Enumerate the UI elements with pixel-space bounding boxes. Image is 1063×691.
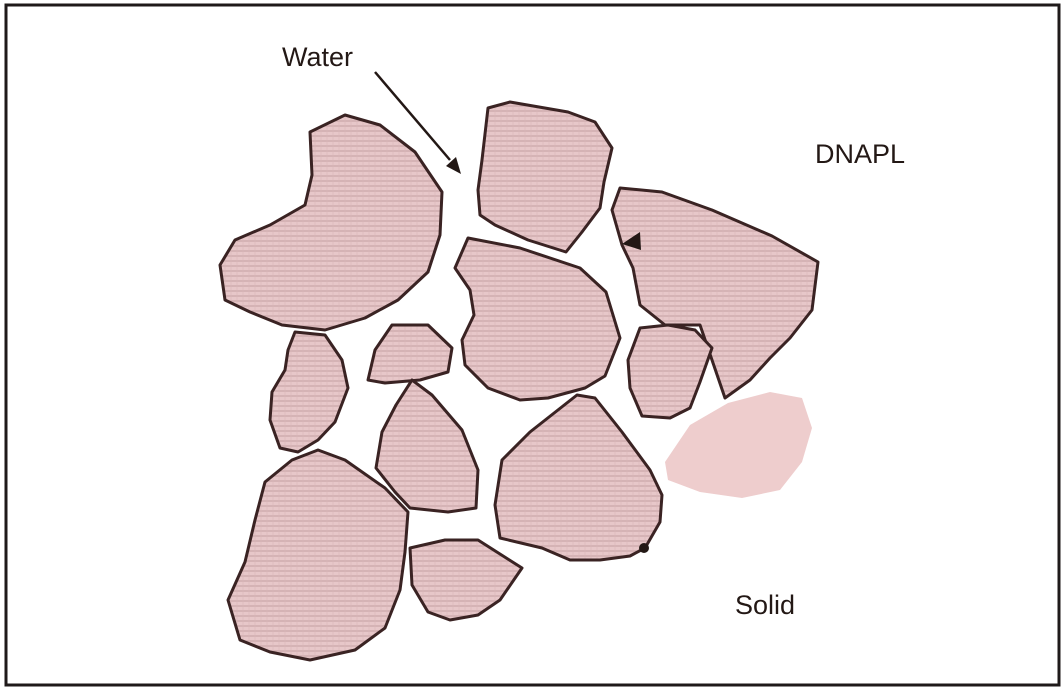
solid-grain (268, 330, 350, 454)
solid-grain (226, 448, 410, 662)
solid-label: Solid (735, 590, 795, 620)
grain-contact-dot (639, 543, 649, 553)
solid-grain (408, 538, 524, 622)
solid-grain (366, 323, 454, 385)
water-arrow (374, 71, 461, 174)
dnapl-label: DNAPL (815, 139, 905, 169)
dnapl-blob (665, 392, 812, 498)
solid-grain (453, 236, 622, 402)
solid-grain (610, 186, 820, 400)
flow-marker (622, 232, 641, 250)
water-label: Water (282, 42, 353, 72)
solid-grain (626, 323, 714, 420)
solid-grains (218, 100, 820, 662)
solid-grain (218, 113, 444, 332)
solid-grain (476, 100, 614, 254)
solid-grain (493, 393, 664, 562)
solid-grain (374, 378, 480, 514)
